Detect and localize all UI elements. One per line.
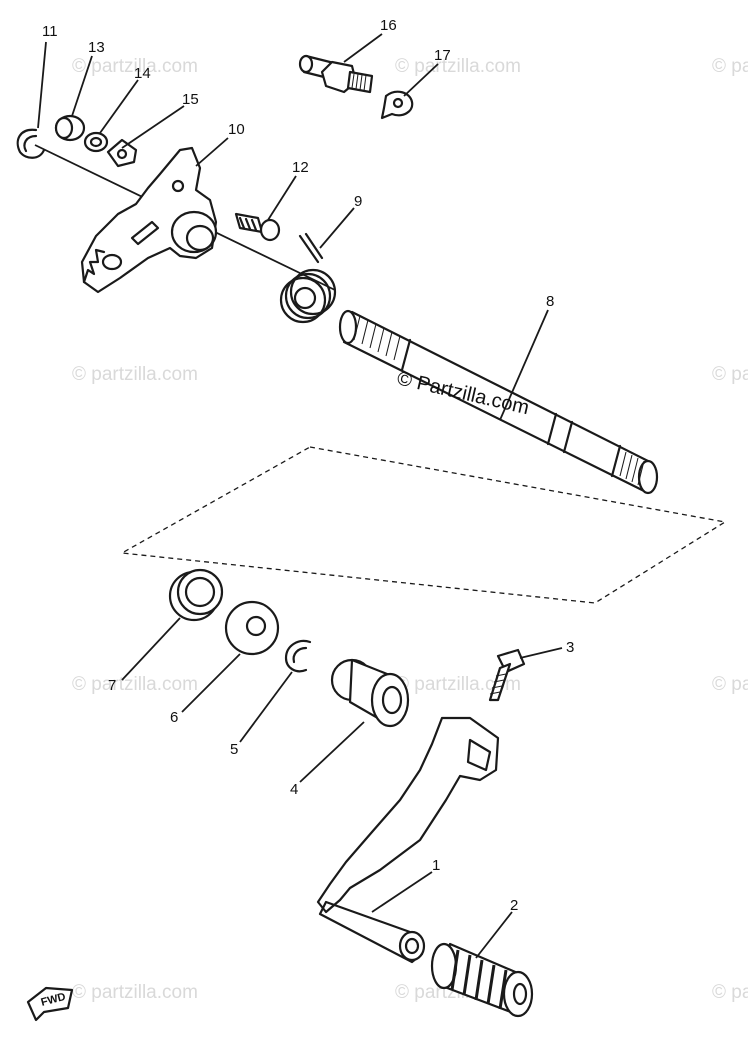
- part-14-washer: [83, 131, 109, 153]
- watermark: © partzilla.com: [72, 56, 198, 77]
- part-13-collar: [54, 114, 86, 142]
- watermark: © partzilla.com: [72, 364, 198, 385]
- callout-9: 9: [354, 193, 362, 210]
- part-8-shift-shaft: [338, 309, 659, 495]
- part-9-spring: [279, 232, 337, 324]
- watermark: © partzilla.com: [395, 674, 521, 695]
- part-1-shift-pedal: [316, 716, 500, 964]
- part-5-circlip: [284, 639, 312, 673]
- part-16-stopper-bolt: [298, 54, 374, 94]
- watermark: © partzilla.com: [712, 982, 748, 1003]
- fwd-arrow-icon: FWD: [26, 986, 74, 1022]
- part-7-oil-seal: [168, 568, 224, 622]
- part-3-bolt: [488, 648, 526, 702]
- watermark: © partzilla.com: [72, 674, 198, 695]
- part-4-collar: [330, 658, 410, 728]
- part-2-pedal-rubber: [430, 942, 534, 1018]
- part-10-shift-arm: [80, 146, 218, 294]
- callout-8: 8: [546, 293, 554, 310]
- callout-7: 7: [108, 677, 116, 694]
- callout-1: 1: [432, 857, 440, 874]
- callout-10: 10: [228, 121, 245, 138]
- watermark: © partzilla.com: [712, 56, 748, 77]
- part-12-pin: [234, 212, 281, 242]
- callout-12: 12: [292, 159, 309, 176]
- callout-11: 11: [42, 23, 58, 40]
- callout-numbers: 11 13 14 15 10 12 9 8 16 17 7 6 5 4 3 1 …: [42, 17, 574, 914]
- assembly-dashed-outline: [119, 446, 727, 604]
- watermark: © partzilla.com: [712, 364, 748, 385]
- callout-14: 14: [134, 65, 151, 82]
- callout-13: 13: [88, 39, 105, 56]
- watermark: © partzilla.com: [395, 56, 521, 77]
- part-6-washer: [224, 600, 280, 656]
- callout-3: 3: [566, 639, 574, 656]
- callout-4: 4: [290, 781, 298, 798]
- part-15-plate: [106, 138, 138, 168]
- callout-6: 6: [170, 709, 178, 726]
- watermark: © partzilla.com: [72, 982, 198, 1003]
- part-17-lock-washer: [380, 90, 414, 120]
- callout-15: 15: [182, 91, 199, 108]
- leader-lines: [37, 33, 563, 959]
- callout-17: 17: [434, 47, 451, 64]
- watermark: © partzilla.com: [712, 674, 748, 695]
- callout-5: 5: [230, 741, 238, 758]
- callout-16: 16: [380, 17, 397, 34]
- part-11-circlip: [16, 128, 46, 159]
- callout-2: 2: [510, 897, 518, 914]
